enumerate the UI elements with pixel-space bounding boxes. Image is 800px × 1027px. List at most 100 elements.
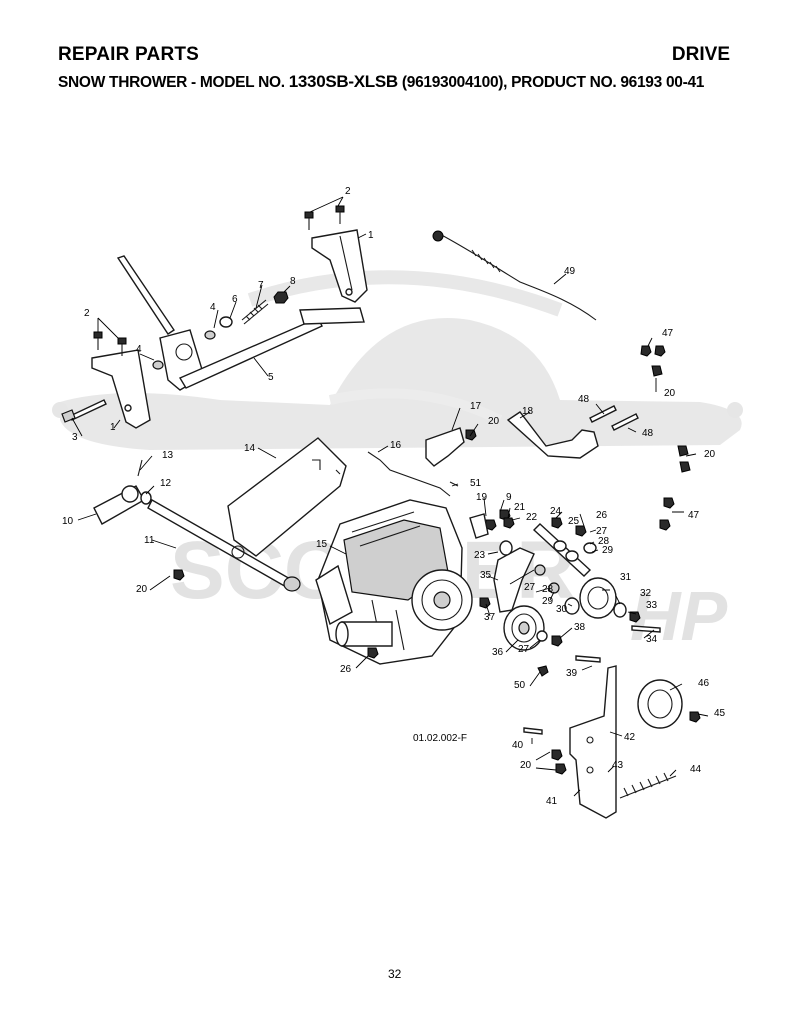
part-arm-22-29: [532, 517, 597, 577]
callout-18: 18: [522, 406, 534, 417]
part-35-idler-arm: [493, 540, 535, 613]
callout-27a: 27: [596, 526, 608, 537]
callout-36: 36: [492, 647, 504, 658]
page-title: REPAIR PARTS: [58, 44, 200, 65]
part-2-bolts-top: [304, 205, 345, 230]
callout-44: 44: [690, 764, 702, 775]
callout-6: 6: [232, 294, 238, 305]
callout-17: 17: [470, 401, 482, 412]
callout-29a: 29: [602, 545, 614, 556]
callout-26b: 26: [340, 664, 352, 675]
part-44-spring: [619, 772, 677, 799]
callout-20c: 20: [704, 449, 716, 460]
callout-9: 9: [506, 492, 512, 503]
part-lever-rod: [116, 255, 365, 391]
callout-20b: 20: [664, 388, 676, 399]
part-16-rod: [367, 451, 459, 497]
part-hardware-lower: [523, 711, 701, 775]
callout-20a: 20: [488, 416, 500, 427]
callout-23: 23: [474, 550, 486, 561]
callout-2b: 2: [84, 308, 90, 319]
part-3-bolt: [61, 399, 107, 423]
part-46-pulley: [637, 679, 683, 729]
page-number: 32: [388, 967, 402, 981]
callout-21: 21: [514, 502, 526, 513]
callout-46: 46: [698, 678, 710, 689]
callout-4: 4: [210, 302, 216, 313]
callout-32: 32: [640, 588, 652, 599]
callout-41: 41: [546, 796, 558, 807]
callout-43: 43: [612, 760, 624, 771]
callout-14: 14: [244, 443, 256, 454]
callout-5: 5: [268, 372, 274, 383]
part-49-cable: [432, 230, 597, 321]
part-1-lower-bracket: [91, 349, 151, 429]
leader-lines: [71, 196, 709, 797]
part-14-plate: [227, 437, 347, 557]
subtitle-suffix: (96193004100), PRODUCT NO. 96193 00-41: [397, 74, 705, 91]
callout-25: 25: [568, 516, 580, 527]
callout-48b: 48: [642, 428, 654, 439]
callout-3: 3: [72, 432, 78, 443]
callout-29b: 29: [542, 596, 554, 607]
callout-50: 50: [514, 680, 526, 691]
callouts: 1 1 2 2 3 4 4 5 6 7 8 9 10 11 12 13 14 1…: [62, 186, 726, 807]
callout-27c: 27: [518, 644, 530, 655]
model-number: 1330SB-XLSB: [288, 72, 398, 91]
callout-30: 30: [556, 604, 568, 615]
callout-22: 22: [526, 512, 538, 523]
callout-12: 12: [160, 478, 172, 489]
callout-39: 39: [566, 668, 578, 679]
callout-47b: 47: [688, 510, 700, 521]
callout-27b: 27: [524, 582, 536, 593]
callout-51: 51: [470, 478, 482, 489]
callout-45: 45: [714, 708, 726, 719]
part-36-pulley: [503, 605, 545, 651]
callout-16: 16: [390, 440, 402, 451]
part-hardware-small: [152, 291, 289, 370]
callout-20e: 20: [520, 760, 532, 771]
subtitle-prefix: SNOW THROWER - MODEL NO.: [58, 74, 289, 91]
callout-20d: 20: [136, 584, 148, 595]
callout-37: 37: [484, 612, 496, 623]
section-title: DRIVE: [671, 44, 730, 65]
callout-2: 2: [345, 186, 351, 197]
callout-7: 7: [258, 280, 264, 291]
callout-28b: 28: [542, 584, 554, 595]
watermark-text-2: HP: [630, 577, 728, 655]
part-1-upper-bracket: [311, 229, 368, 303]
part-41-42-bracket: [569, 665, 617, 819]
callout-31: 31: [620, 572, 632, 583]
callout-10: 10: [62, 516, 74, 527]
callout-1: 1: [368, 230, 374, 241]
callout-48a: 48: [578, 394, 590, 405]
part-fasteners-right: [640, 345, 691, 531]
callout-1b: 1: [110, 422, 116, 433]
part-18-bracket: [506, 411, 599, 459]
callout-47a: 47: [662, 328, 674, 339]
callout-19: 19: [476, 492, 488, 503]
part-2-bolts-left: [93, 331, 127, 356]
callout-35: 35: [480, 570, 492, 581]
model-subtitle: SNOW THROWER - MODEL NO. 1330SB-XLSB (96…: [58, 72, 704, 92]
callout-28a: 28: [598, 536, 610, 547]
callout-24: 24: [550, 506, 562, 517]
part-10-13-shaft: [93, 459, 301, 592]
part-31-pulley: [579, 577, 617, 619]
callout-11: 11: [144, 535, 155, 546]
part-15-gearbox: [315, 499, 473, 665]
part-48-pins: [589, 405, 639, 431]
callout-34: 34: [646, 634, 658, 645]
callout-13: 13: [162, 450, 174, 461]
callout-26a: 26: [596, 510, 608, 521]
callout-33: 33: [646, 600, 658, 611]
callout-42: 42: [624, 732, 636, 743]
drawing-number: 01.02.002-F: [413, 733, 467, 744]
callout-38: 38: [574, 622, 586, 633]
callout-4b: 4: [136, 344, 142, 355]
callout-8: 8: [290, 276, 296, 287]
callout-40: 40: [512, 740, 524, 751]
callout-49: 49: [564, 266, 576, 277]
callout-15: 15: [316, 539, 328, 550]
